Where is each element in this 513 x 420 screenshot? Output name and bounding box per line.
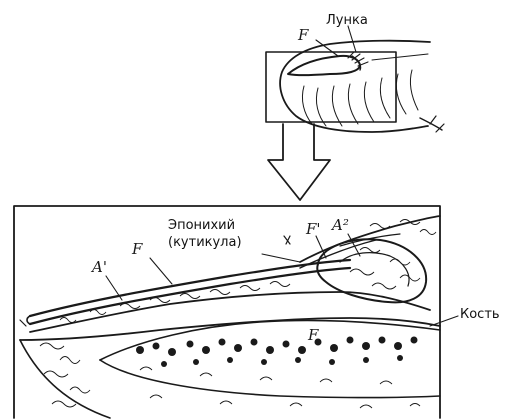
bone-pointer bbox=[430, 316, 458, 326]
lunula-pointer bbox=[348, 26, 356, 52]
eponychium-label-line1: Эпонихий bbox=[168, 218, 235, 233]
marker-f-main: F bbox=[131, 240, 143, 258]
zoom-arrow-icon bbox=[268, 124, 330, 200]
marker-a2: A² bbox=[330, 216, 349, 234]
zoom-selection-box bbox=[266, 52, 396, 122]
eponychium-label-line2: (кутикула) bbox=[168, 235, 242, 250]
fingertip-sketch bbox=[266, 26, 444, 132]
f-top-pointer bbox=[316, 40, 338, 56]
eponychium-pointer bbox=[262, 254, 300, 262]
f-main-pointer bbox=[150, 258, 172, 284]
bone-label: Кость bbox=[460, 307, 500, 322]
marker-a1: A' bbox=[90, 258, 107, 276]
marker-f-bone: F bbox=[307, 326, 319, 344]
lunula-label: Лунка bbox=[326, 13, 368, 28]
f-prime-pointer bbox=[316, 236, 326, 258]
marker-f-top: F bbox=[297, 26, 309, 44]
marker-f-prime: F' bbox=[305, 220, 321, 238]
